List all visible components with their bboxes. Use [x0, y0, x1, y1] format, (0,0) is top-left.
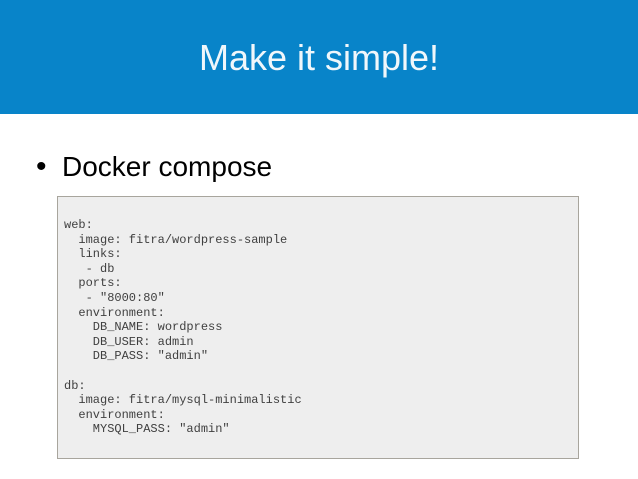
bullet-icon: •	[36, 150, 47, 183]
bullet-label: Docker compose	[62, 151, 273, 182]
slide-title-bar: Make it simple!	[0, 0, 638, 114]
code-content: web: image: fitra/wordpress-sample links…	[64, 218, 302, 437]
bullet-item: • Docker compose	[36, 150, 272, 184]
code-block: web: image: fitra/wordpress-sample links…	[57, 196, 579, 459]
slide-title: Make it simple!	[198, 37, 440, 78]
